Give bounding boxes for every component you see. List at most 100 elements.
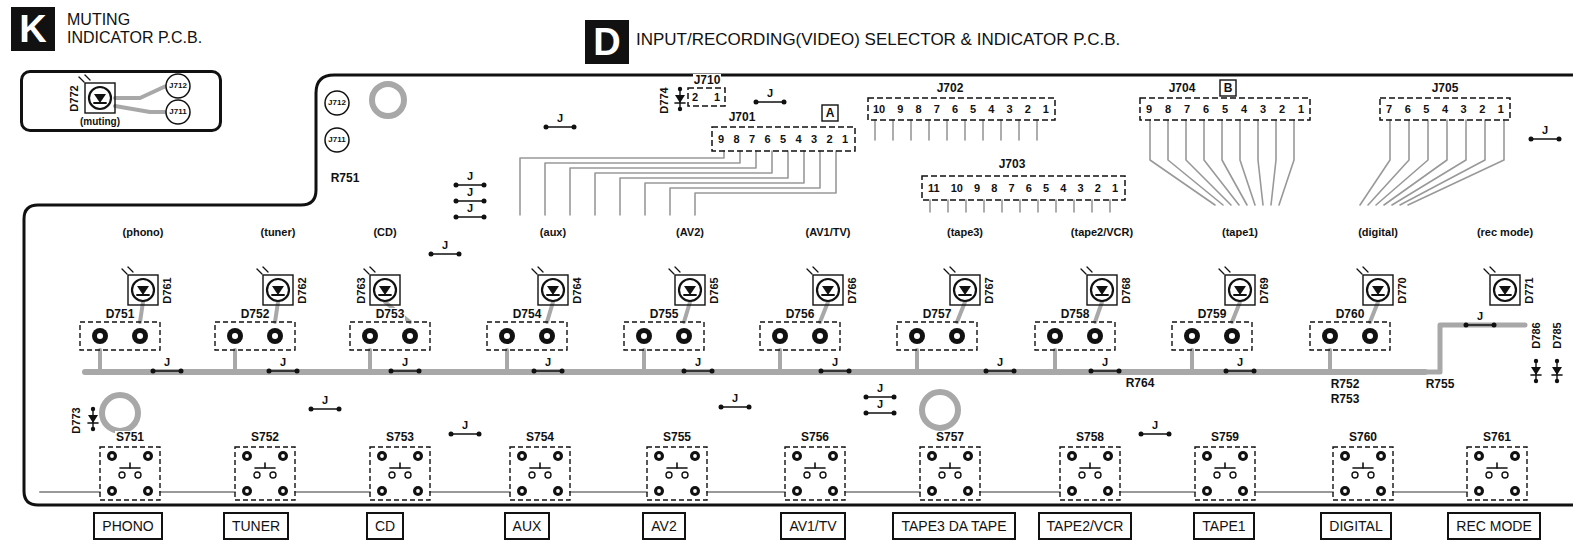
pcb-trace [1393, 491, 1467, 493]
led-outline [813, 275, 843, 305]
switch-contact [1214, 472, 1220, 478]
pad-hole [1070, 454, 1074, 458]
switch-outline [920, 447, 980, 500]
led-bar [1096, 294, 1108, 296]
led-diode [547, 286, 559, 295]
jumper-wire [546, 126, 574, 128]
pcb-trace [40, 491, 100, 493]
part-label: J710 [693, 74, 722, 86]
jumper-label: J [1151, 420, 1159, 431]
switch-contact [1486, 472, 1492, 478]
switch-outline [647, 447, 707, 500]
solder-pad [1224, 328, 1240, 344]
jumper-end [847, 369, 852, 374]
pcb-trace [430, 491, 510, 493]
button-label: PHONO [102, 518, 153, 534]
jumper-wire [721, 406, 749, 408]
jumper-label: J [163, 357, 171, 368]
led-ray [257, 269, 262, 274]
jumper-end [337, 407, 342, 412]
led-diode [137, 286, 149, 295]
pad-hole [556, 454, 560, 458]
part-label: (tape3) [946, 227, 984, 238]
jumper-end [449, 432, 454, 437]
jumper-wire [986, 370, 1014, 372]
part-label: R755 [1425, 378, 1456, 390]
switch-stem [949, 463, 951, 468]
switch-contact [254, 472, 260, 478]
pcb-trace [1384, 120, 1447, 205]
solder-pad [1322, 328, 1338, 344]
led-bar [137, 294, 149, 296]
pcb-trace [1360, 120, 1390, 205]
diode-pair-outline [80, 322, 160, 350]
jumper-wire [866, 412, 894, 414]
switch-stem [1362, 463, 1364, 468]
diode-pair-outline [215, 322, 295, 350]
part-label: D786 [1530, 321, 1541, 349]
pad-hole [1477, 489, 1481, 493]
part-label: S758 [1075, 431, 1105, 443]
jumper-end [1252, 369, 1257, 374]
led-symbol [1091, 279, 1113, 301]
switch-stem [1224, 463, 1226, 468]
solder-pad [772, 328, 788, 344]
pad-hole [817, 333, 823, 339]
led-ray [1357, 269, 1362, 274]
jumper-end [719, 405, 724, 410]
solder-pad [227, 328, 243, 344]
led-symbol [89, 87, 111, 109]
diode-symbol [1531, 367, 1541, 375]
jumper-wire [1091, 370, 1119, 372]
led-outline [1225, 275, 1255, 305]
led-bar [1499, 294, 1511, 296]
pin-numbers: 11 10 9 8 7 6 5 4 3 2 1 [927, 183, 1119, 194]
part-label: (rec mode) [1476, 227, 1534, 238]
led-outline [263, 275, 293, 305]
jumper-label: J [466, 187, 474, 198]
solder-pad [1340, 451, 1350, 461]
solder-pad [654, 486, 664, 496]
jumper-end [457, 252, 462, 257]
pcb-trace [1425, 325, 1525, 372]
connector-outline [922, 176, 1125, 200]
led-ray [1081, 269, 1086, 274]
diode-symbol [675, 95, 685, 103]
mounting-hole [922, 392, 958, 428]
switch-contact [1352, 472, 1358, 478]
switch-outline [510, 447, 570, 500]
switch-stem [1496, 463, 1498, 468]
jumper-end [892, 411, 897, 416]
pcb-trace [570, 491, 647, 493]
jumper-wire [311, 408, 339, 410]
led-ray [813, 267, 818, 272]
solder-pad [278, 486, 288, 496]
button-label: TAPE2/VCR [1047, 518, 1124, 534]
jumper-label: J [466, 171, 474, 182]
part-label: B [1223, 82, 1234, 94]
pad-hole [1513, 454, 1517, 458]
led-ray [675, 267, 680, 272]
led-ray [1087, 267, 1092, 272]
jumper-wire [153, 370, 181, 372]
solder-pad [402, 328, 418, 344]
solder-pad [1510, 486, 1520, 496]
button-label: CD [375, 518, 395, 534]
led-ray [538, 267, 543, 272]
button-label-box: DIGITAL [1320, 512, 1391, 540]
pcb-trace [1073, 200, 1075, 212]
part-label: D764 [571, 276, 582, 304]
led-bar [684, 294, 696, 296]
solder-pad [654, 451, 664, 461]
pcb-trace [1258, 120, 1263, 205]
jumper-end [179, 369, 184, 374]
diode-bar [1531, 374, 1541, 376]
switch-outline [100, 447, 160, 500]
part-label: D770 [1396, 276, 1407, 304]
pcb-trace [1037, 200, 1039, 212]
switch-contact [135, 472, 141, 478]
led-bar [959, 294, 971, 296]
pad-hole [416, 454, 420, 458]
part-label: D774 [658, 86, 669, 114]
pad-hole [1189, 333, 1195, 339]
